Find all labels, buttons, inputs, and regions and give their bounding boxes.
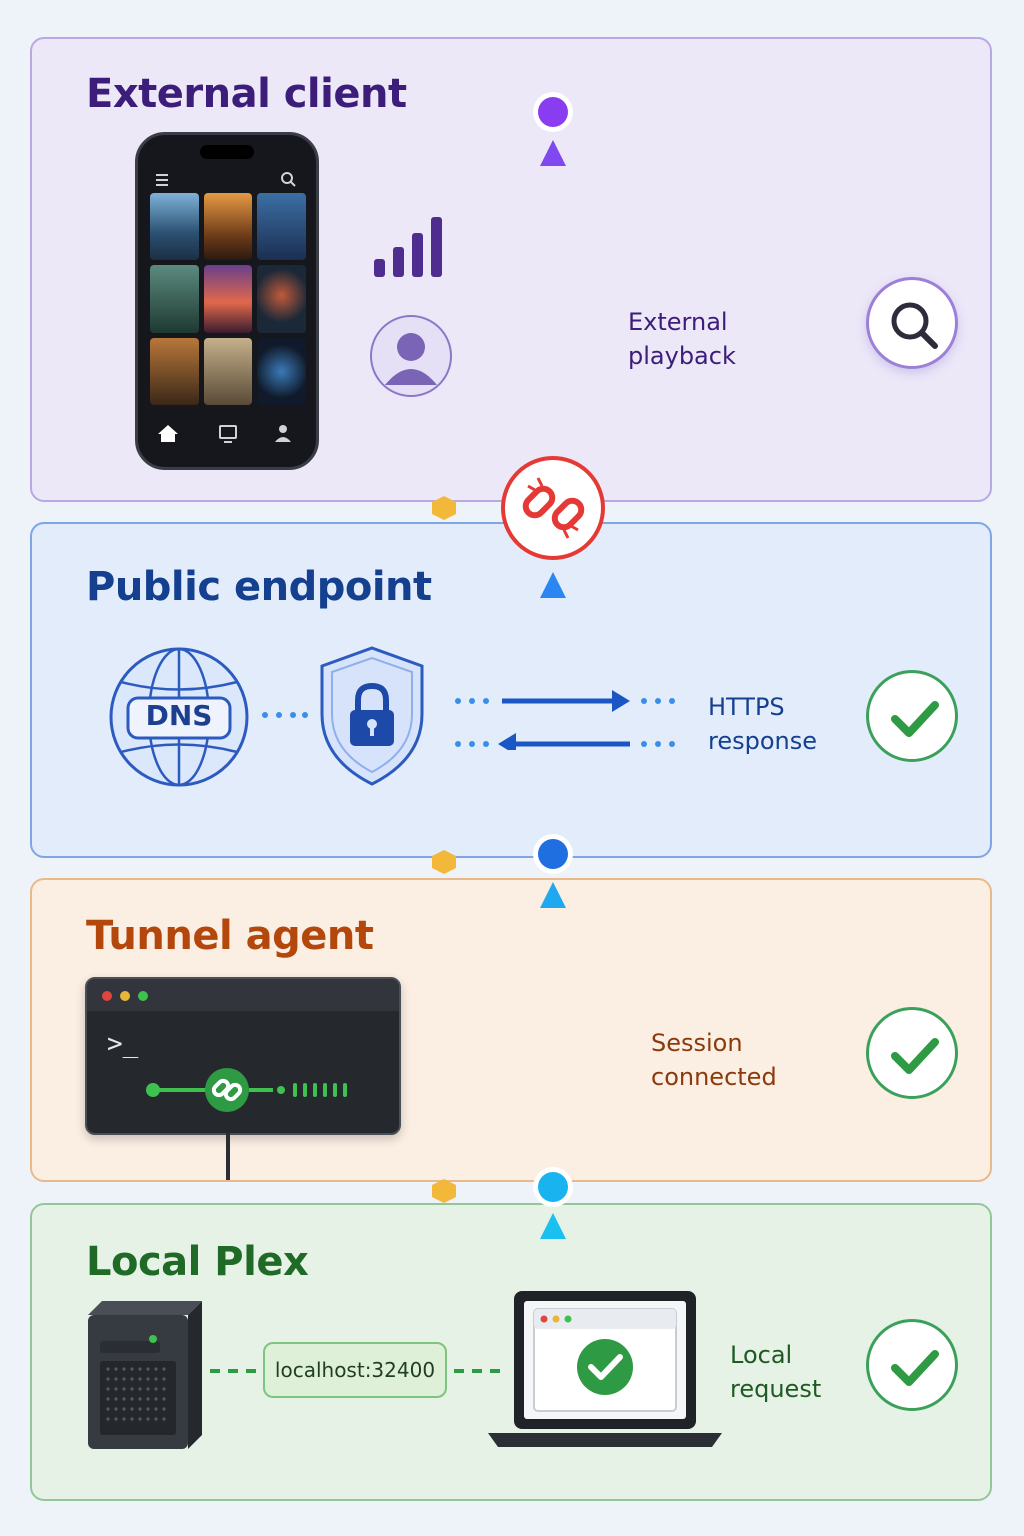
media-tile[interactable] (257, 337, 306, 405)
tunnel-agent-title: Tunnel agent (86, 913, 374, 959)
home-icon[interactable] (158, 425, 178, 442)
terminal-title-bar (87, 979, 399, 1011)
external-label-line1: External (628, 308, 728, 336)
media-tile[interactable] (150, 265, 199, 333)
server-connector (210, 1369, 256, 1373)
globe-icon (109, 647, 249, 787)
phone-bottom-nav (158, 425, 291, 443)
public-endpoint-panel: Public endpoint DNS HTTPS response (30, 522, 992, 858)
tv-icon[interactable] (219, 425, 237, 443)
media-tile[interactable] (150, 337, 199, 405)
shield-lock-icon (320, 646, 424, 786)
link-icon (211, 1078, 243, 1102)
profile-icon[interactable] (275, 425, 291, 442)
phone-device (135, 132, 319, 470)
local-label-line2: request (730, 1375, 822, 1403)
terminal-cable (226, 1133, 230, 1180)
local-request-label: Local request (730, 1338, 821, 1406)
https-response-label: HTTPS response (708, 690, 817, 758)
terminal-prompt: >_ (107, 1029, 139, 1059)
public-label-line1: HTTPS (708, 693, 785, 721)
menu-icon (156, 174, 168, 186)
local-plex-title: Local Plex (86, 1239, 309, 1285)
laptop-connector (454, 1369, 500, 1373)
dns-label: DNS (145, 699, 213, 732)
window-controls[interactable] (87, 979, 167, 1011)
local-plex-panel: Local Plex localhost:32400 (30, 1203, 992, 1501)
local-status-check (866, 1319, 958, 1411)
external-playback-label: External playback (628, 305, 736, 373)
media-tile[interactable] (150, 193, 199, 261)
https-exchange-arrows (455, 690, 675, 750)
media-tile[interactable] (203, 265, 253, 333)
phone-notch (200, 145, 254, 159)
https-status-check (866, 670, 958, 762)
public-label-line2: response (708, 727, 818, 755)
session-status-check (866, 1007, 958, 1099)
search-status-button[interactable] (866, 277, 958, 369)
external-client-title: External client (86, 71, 407, 117)
local-label-line1: Local (730, 1341, 793, 1369)
dns-shield-connector (262, 712, 308, 718)
check-icon (891, 701, 939, 737)
media-tile[interactable] (257, 193, 306, 261)
media-tile[interactable] (203, 337, 253, 405)
check-icon (891, 1350, 939, 1386)
tunnel-agent-panel: Tunnel agent >_ (30, 878, 992, 1182)
localhost-address: localhost:32400 (263, 1342, 447, 1398)
media-tile[interactable] (257, 265, 306, 333)
phone-top-bar (156, 172, 296, 187)
external-label-line2: playback (628, 342, 736, 370)
check-icon (891, 1038, 939, 1074)
external-client-panel: External client (30, 37, 992, 502)
server-icon (88, 1301, 202, 1449)
hex-connector (432, 1179, 456, 1203)
laptop-check-icon (588, 1354, 623, 1380)
media-tile[interactable] (203, 193, 253, 261)
terminal-window: >_ (85, 977, 401, 1135)
tunnel-label-line2: connected (651, 1063, 777, 1091)
signal-icon (374, 217, 442, 277)
public-endpoint-title: Public endpoint (86, 564, 432, 610)
tunnel-connection-indicator (146, 1068, 347, 1112)
user-avatar-icon (370, 315, 452, 397)
laptop-icon (488, 1291, 722, 1447)
tunnel-label-line1: Session (651, 1029, 743, 1057)
search-icon (891, 302, 938, 349)
phone-search-icon (281, 172, 296, 187)
media-grid (150, 193, 306, 405)
session-connected-label: Session connected (651, 1026, 777, 1094)
